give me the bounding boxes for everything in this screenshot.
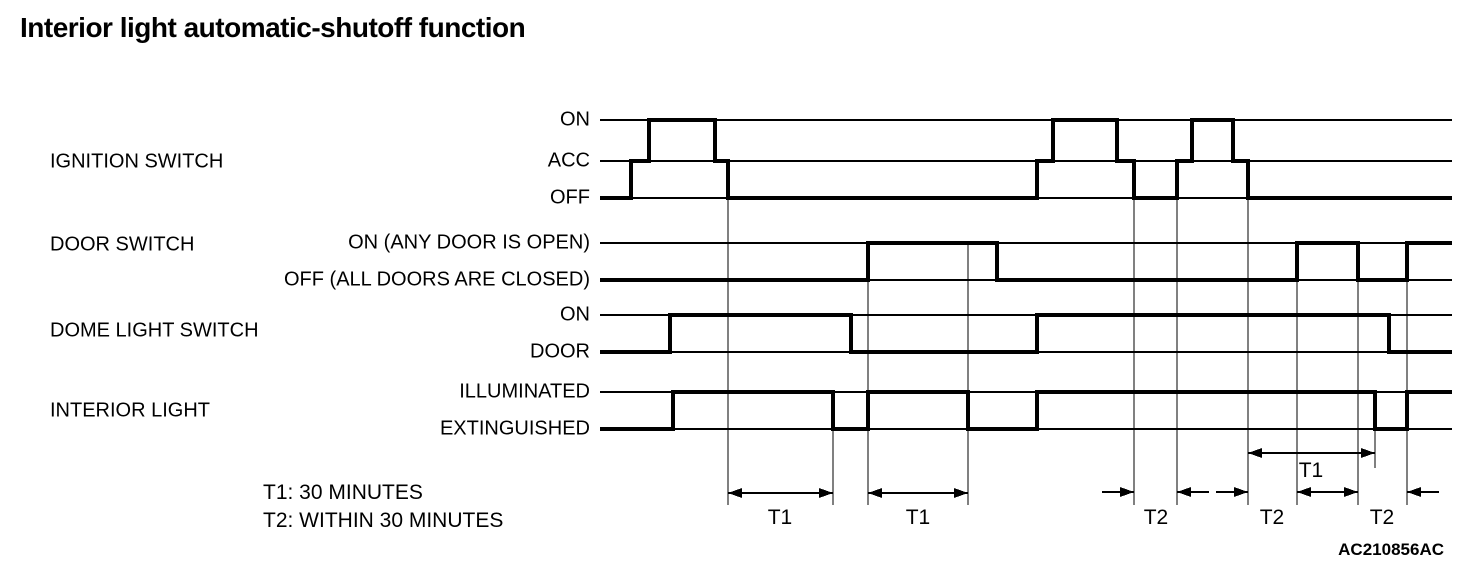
- level-label-door-off: OFF (ALL DOORS ARE CLOSED): [284, 268, 590, 291]
- page-title: Interior light automatic-shutoff functio…: [20, 12, 526, 43]
- legend-t1: T1: 30 MINUTES: [263, 481, 423, 504]
- t2-label: T2: [1144, 506, 1169, 529]
- arrowhead-left: [1297, 487, 1311, 497]
- level-label-dome-on: ON: [560, 303, 590, 326]
- level-label-extinguished: EXTINGUISHED: [439, 417, 590, 440]
- arrowhead-right: [954, 488, 968, 498]
- level-label-illuminated: ILLUMINATED: [459, 380, 590, 403]
- arrowhead-right: [1344, 487, 1358, 497]
- arrowhead-right: [1234, 487, 1248, 497]
- t1-label: T1: [1299, 459, 1324, 482]
- arrowhead-right: [1120, 487, 1134, 497]
- arrowhead-left: [728, 488, 742, 498]
- level-label-door-on: ON (ANY DOOR IS OPEN): [348, 231, 590, 254]
- signal-label-door-switch: DOOR SWITCH: [50, 233, 195, 256]
- arrowhead-left: [1177, 487, 1191, 497]
- arrowhead-right: [819, 488, 833, 498]
- arrowhead-right: [1361, 448, 1375, 458]
- level-label-ignition-acc: ACC: [547, 149, 590, 172]
- arrowhead-left: [1248, 448, 1262, 458]
- level-label-dome-door: DOOR: [530, 340, 590, 363]
- arrowhead-left: [1407, 487, 1421, 497]
- t1-label: T1: [906, 506, 931, 529]
- signal-label-interior-light: INTERIOR LIGHT: [50, 399, 211, 422]
- signal-label-dome-light-switch: DOME LIGHT SWITCH: [50, 319, 259, 342]
- arrowhead-left: [868, 488, 882, 498]
- ignition-switch-waveform: [600, 117, 1452, 201]
- t1-label: T1: [768, 506, 793, 529]
- dome-light-switch-waveform: [600, 312, 1452, 355]
- t2-label: T2: [1260, 506, 1285, 529]
- level-label-ignition-on: ON: [560, 108, 590, 131]
- t2-label: T2: [1370, 506, 1395, 529]
- interior-light-waveform: [600, 389, 1452, 432]
- figure-code: AC210856AC: [1338, 540, 1444, 559]
- door-switch-waveform: [600, 240, 1452, 283]
- signal-label-ignition-switch: IGNITION SWITCH: [50, 150, 224, 173]
- level-label-ignition-off: OFF: [550, 186, 590, 209]
- legend-t2: T2: WITHIN 30 MINUTES: [263, 509, 504, 532]
